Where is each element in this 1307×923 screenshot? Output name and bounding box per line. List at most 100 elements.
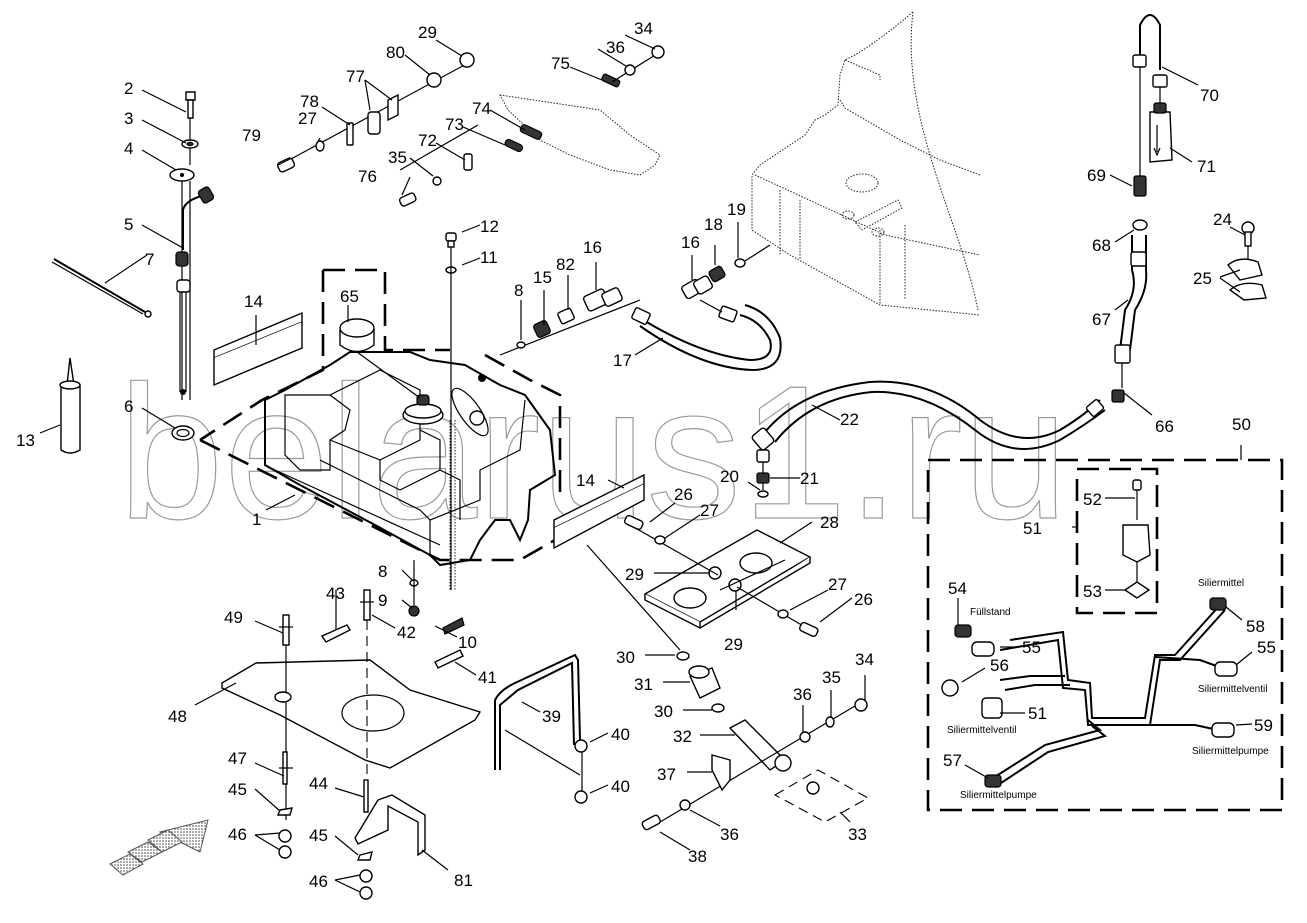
callout-1: 1 [252, 510, 261, 529]
label-siliermittel: Siliermittel [1198, 578, 1244, 589]
callout-5: 5 [124, 215, 133, 234]
frame-fasteners [276, 560, 465, 900]
delivery-hose [751, 380, 1125, 498]
callout-80: 80 [386, 43, 405, 62]
callout-46-left: 46 [228, 825, 247, 844]
callout-40-lower: 40 [611, 777, 630, 796]
callout-41: 41 [478, 668, 497, 687]
callout-38: 38 [688, 847, 707, 866]
callout-labels: 1 2 3 4 5 6 7 8 8 9 10 11 12 13 14 14 15… [16, 19, 1276, 891]
direction-arrow [109, 819, 209, 876]
callout-15: 15 [533, 268, 552, 287]
callout-74: 74 [472, 99, 491, 118]
callout-57: 57 [943, 751, 962, 770]
callout-11: 11 [480, 248, 498, 267]
callout-34-lower: 34 [855, 650, 874, 669]
callout-71: 71 [1197, 157, 1216, 176]
callout-51-kit: 51 [1023, 519, 1042, 538]
callout-10: 10 [458, 633, 477, 652]
callout-43: 43 [326, 584, 345, 603]
callout-44: 44 [309, 774, 328, 793]
callout-78: 78 [300, 92, 319, 111]
callout-33: 33 [848, 825, 867, 844]
callout-31: 31 [634, 675, 653, 694]
callout-34-top: 34 [634, 19, 653, 38]
drain-bolt [445, 232, 457, 590]
callout-13: 13 [16, 431, 35, 450]
callout-45-right: 45 [309, 826, 328, 845]
callout-59: 59 [1254, 716, 1273, 735]
callout-27-top: 27 [298, 109, 317, 128]
callout-42: 42 [397, 623, 416, 642]
mounting-bracket-set [276, 52, 543, 207]
callout-7: 7 [145, 250, 154, 269]
callout-75: 75 [551, 54, 570, 73]
callout-66: 66 [1155, 417, 1174, 436]
callout-56: 56 [990, 656, 1009, 675]
callout-25: 25 [1193, 269, 1212, 288]
callout-67: 67 [1092, 310, 1111, 329]
callout-24: 24 [1213, 210, 1232, 229]
callout-18: 18 [704, 215, 723, 234]
callout-28: 28 [820, 513, 839, 532]
callout-16-right: 16 [681, 233, 700, 252]
callout-77: 77 [346, 67, 365, 86]
callout-14-upper: 14 [244, 292, 263, 311]
label-fuellstand: Füllstand [970, 607, 1011, 618]
filler-cap [339, 318, 421, 399]
callout-53: 53 [1083, 582, 1102, 601]
callout-73: 73 [445, 115, 464, 134]
callout-69: 69 [1087, 166, 1106, 185]
label-siliermittelpumpe-left: Siliermittelpumpe [960, 790, 1037, 801]
callout-81: 81 [454, 871, 473, 890]
callout-26-upper: 26 [674, 485, 693, 504]
callout-82: 82 [556, 255, 575, 274]
callout-27-lower: 27 [828, 575, 847, 594]
callout-17: 17 [613, 351, 632, 370]
callout-3: 3 [124, 109, 133, 128]
callout-79: 79 [242, 126, 261, 145]
callout-20: 20 [720, 467, 739, 486]
callout-36-top: 36 [606, 38, 625, 57]
callout-22: 22 [840, 410, 859, 429]
callout-35-top: 35 [388, 148, 407, 167]
callout-49: 49 [224, 608, 243, 627]
callout-48: 48 [168, 707, 187, 726]
callout-8-fitting: 8 [514, 281, 523, 300]
callout-58: 58 [1246, 617, 1265, 636]
tank-assembly-outline [199, 268, 562, 562]
callout-51-harness: 51 [1028, 704, 1047, 723]
callout-12: 12 [480, 217, 499, 236]
hose-bracket [494, 653, 588, 804]
pipe-clamp [1227, 221, 1267, 301]
callout-72: 72 [418, 131, 437, 150]
callout-29-top: 29 [418, 23, 437, 42]
callout-6: 6 [124, 397, 133, 416]
callout-30-lower: 30 [654, 702, 673, 721]
callout-2: 2 [124, 79, 133, 98]
decal-plate-upper [213, 311, 303, 387]
cable-tie [51, 258, 152, 318]
wiring-harness-box [926, 445, 1284, 812]
callout-47: 47 [228, 749, 247, 768]
callout-39: 39 [542, 707, 561, 726]
supply-hose-assembly [499, 244, 782, 372]
callout-68: 68 [1092, 236, 1111, 255]
callout-9: 9 [378, 591, 387, 610]
callout-8-base: 8 [378, 562, 387, 581]
callout-70: 70 [1200, 86, 1219, 105]
label-siliermittelventil-left: Siliermittelventil [947, 725, 1016, 736]
callout-27-mid: 27 [700, 501, 719, 520]
callout-29-right: 29 [724, 635, 743, 654]
filter-pipe-assembly [1114, 14, 1173, 388]
callout-55-left: 55 [1022, 638, 1041, 657]
callout-65: 65 [340, 287, 359, 306]
dosing-tray [624, 514, 819, 638]
callout-40-upper: 40 [611, 725, 630, 744]
callout-16-left: 16 [583, 238, 602, 257]
label-siliermittelventil-right: Siliermittelventil [1198, 684, 1267, 695]
sealant-tube [59, 357, 81, 454]
leader-lines [39, 34, 1253, 893]
callout-32: 32 [673, 727, 692, 746]
